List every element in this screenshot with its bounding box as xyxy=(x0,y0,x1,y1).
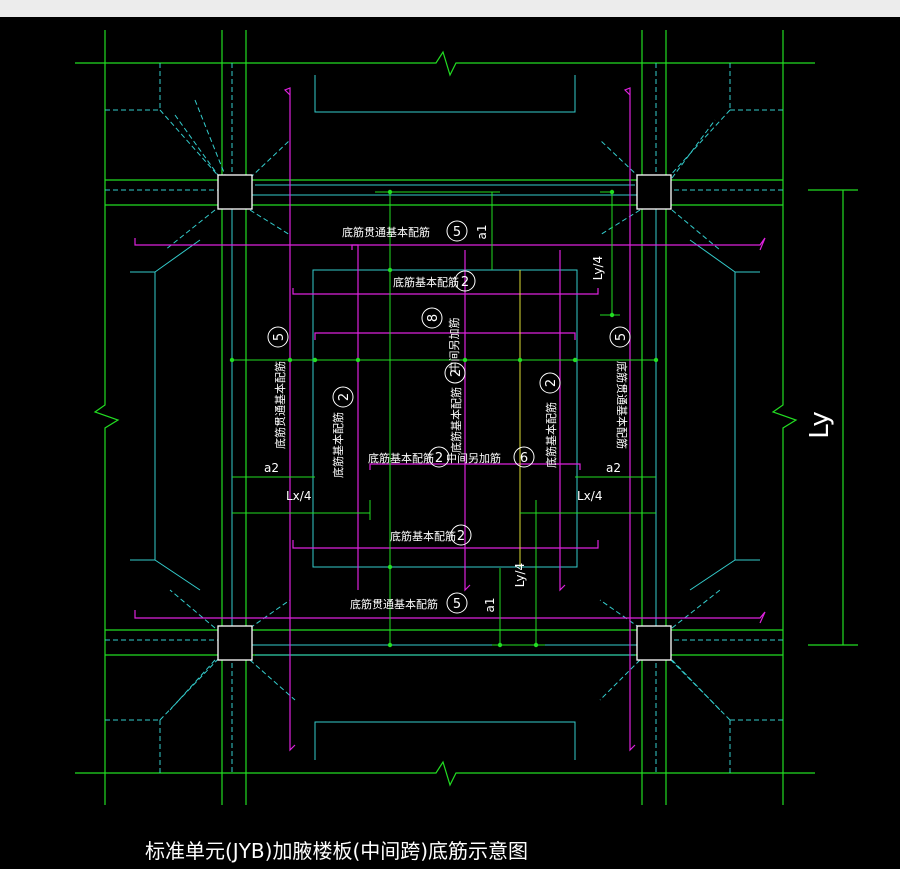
rebar-through-right xyxy=(623,87,636,752)
label-basic-mid: 底筋基本配筋 xyxy=(368,451,434,465)
dim-a1-top: a1 xyxy=(475,225,489,240)
column-top-left xyxy=(217,174,253,210)
marker-5-bottom: 5 xyxy=(453,597,461,612)
marker-2-top: 2 xyxy=(461,275,469,290)
label-basic-right: 底筋基本配筋 xyxy=(544,402,558,468)
rebar-lines xyxy=(134,87,766,752)
rebar-basic-left xyxy=(351,244,359,590)
column-bottom-left xyxy=(217,625,253,661)
columns xyxy=(217,174,672,661)
rebar-through-top xyxy=(134,237,766,251)
rebar-mid-vertical xyxy=(464,250,471,592)
rebar-through-bottom xyxy=(134,610,766,624)
label-through-right: 底筋贯通基本配筋 xyxy=(615,361,629,449)
marker-5-top: 5 xyxy=(453,225,461,240)
marker-5-left: 5 xyxy=(272,333,287,341)
marker-2-mid-horizontal: 2 xyxy=(435,451,443,466)
dim-a2-right: a2 xyxy=(606,461,621,475)
dim-ly4-bottom: Ly/4 xyxy=(513,563,527,587)
label-basic-top: 底筋基本配筋 xyxy=(393,275,459,289)
dim-a1-bottom: a1 xyxy=(483,598,497,613)
marker-circles xyxy=(267,220,631,614)
marker-2-mid-vertical: 2 xyxy=(449,369,464,377)
drawing-canvas: 5 2 8 5 5 2 2 2 2 6 2 5 底筋贯通基本配筋 底筋基本配筋 … xyxy=(0,17,900,865)
rebar-mid-horizontal xyxy=(369,463,581,470)
haunch-dashed-lines xyxy=(105,63,783,773)
dim-a2-left: a2 xyxy=(264,461,279,475)
marker-6: 6 xyxy=(520,451,528,466)
marker-5-right: 5 xyxy=(614,333,629,341)
rebar-through-left xyxy=(283,87,296,752)
rebar-basic-bottom xyxy=(292,540,599,549)
dim-ly4-top: Ly/4 xyxy=(591,256,605,280)
cyan-solid-lines xyxy=(130,75,760,760)
dim-ly: Ly xyxy=(805,411,835,439)
dim-lx4-left: Lx/4 xyxy=(286,489,311,503)
marker-2-left: 2 xyxy=(337,393,352,401)
drawing-caption: 标准单元(JYB)加腋楼板(中间跨)底筋示意图 xyxy=(145,839,528,863)
rebar-basic-right xyxy=(559,250,566,592)
top-break-line xyxy=(75,50,815,77)
label-through-top: 底筋贯通基本配筋 xyxy=(342,225,430,239)
left-break-line xyxy=(93,30,120,805)
label-basic-left: 底筋基本配筋 xyxy=(331,412,345,478)
label-through-bottom: 底筋贯通基本配筋 xyxy=(350,597,438,611)
rebar-basic-top xyxy=(292,288,599,295)
column-bottom-right xyxy=(636,625,672,661)
label-mid-extra-vertical: 中间另加筋 xyxy=(447,318,461,373)
dim-lx4-right: Lx/4 xyxy=(577,489,602,503)
rebar-mid-top xyxy=(314,332,576,340)
cad-drawing: 5 2 8 5 5 2 2 2 2 6 2 5 底筋贯通基本配筋 底筋基本配筋 … xyxy=(75,30,858,863)
mid-span-region xyxy=(312,269,578,568)
marker-2-right: 2 xyxy=(544,379,559,387)
marker-8: 8 xyxy=(426,314,441,322)
label-mid-extra: 中间另加筋 xyxy=(446,451,501,465)
label-basic-mid-vertical: 底筋基本配筋 xyxy=(449,387,463,453)
column-top-right xyxy=(636,174,672,210)
dimension-lines xyxy=(232,191,656,646)
dimension-ticks xyxy=(229,189,659,648)
label-basic-bottom: 底筋基本配筋 xyxy=(390,529,456,543)
bottom-break-line xyxy=(75,760,815,787)
window-top-bar xyxy=(0,0,900,17)
marker-2-bottom: 2 xyxy=(457,529,465,544)
right-break-line xyxy=(771,30,798,805)
label-through-left: 底筋贯通基本配筋 xyxy=(273,361,287,449)
